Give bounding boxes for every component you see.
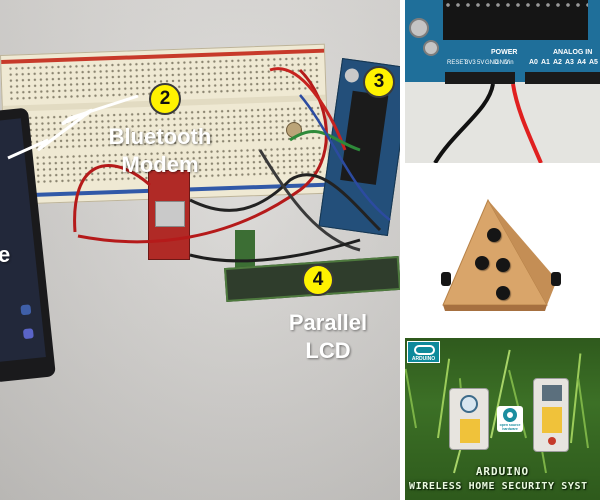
arduino-power-header-photo: POWER ANALOG IN RESET 3V3 5V GND GND Vin… (405, 0, 600, 163)
ground-wire (433, 83, 495, 163)
analog-header (525, 72, 600, 84)
capacitor (423, 40, 439, 56)
pin-label: GND (495, 60, 509, 66)
power-label: POWER (491, 49, 518, 56)
power-wires (433, 83, 543, 163)
wireless-signal-icon (7, 94, 139, 160)
project-title-line2: WIRELESS HOME SECURITY SYST (409, 481, 588, 492)
power-header (445, 72, 515, 84)
chip-pins (443, 2, 588, 8)
pin-label: Vin (505, 60, 514, 66)
sensor-device-right (533, 378, 569, 452)
knob (496, 286, 510, 300)
wood-side-face (488, 200, 557, 305)
pin-label: GND (485, 60, 499, 66)
pin-label: 5V (477, 60, 485, 66)
knob (487, 228, 501, 242)
oshw-text: open source hardware (497, 423, 523, 431)
sensor-device-left (449, 388, 489, 450)
lcd-caption-line1: Parallel (288, 310, 368, 335)
triangular-wooden-case (442, 198, 557, 311)
gear-icon (503, 408, 517, 422)
arduino-logo: ARDUINO (407, 341, 440, 363)
analog-in-label: ANALOG IN (553, 49, 593, 56)
pin-label: A3 (565, 59, 574, 66)
side-knob (441, 272, 451, 286)
device-label (460, 419, 480, 443)
red-wire (73, 164, 151, 233)
vin-wire (511, 83, 543, 163)
pin-label: 3V3 (465, 60, 476, 66)
black-wire (189, 173, 382, 232)
device-sensor-lens (460, 395, 478, 413)
device-led (548, 437, 556, 445)
black-wire (189, 238, 361, 263)
bluetooth-modem (148, 170, 190, 260)
knob (496, 258, 510, 272)
side-knob (551, 272, 561, 286)
pin-label: A1 (541, 59, 550, 66)
pin-label: A2 (553, 59, 562, 66)
badge-number-4: 4 (302, 264, 334, 296)
arduino-logo-text: ARDUINO (411, 356, 436, 362)
capacitor (409, 18, 429, 38)
pin-label: RESET (447, 60, 468, 66)
wooden-enclosure-photo (405, 168, 600, 333)
device-label (542, 407, 562, 433)
red-wire (77, 68, 328, 244)
pin-label: A0 (529, 59, 538, 66)
oshw-text-line1: open source (499, 423, 521, 427)
device-module (542, 385, 562, 401)
knob (475, 256, 489, 270)
grass-devices-photo: ARDUINO open source hardware ARDUINO WIR… (405, 338, 600, 500)
cropped-caption-letter: e (0, 242, 11, 267)
infinity-icon (414, 345, 435, 355)
bluetooth-caption-line2: Modem (121, 152, 199, 177)
pin-label: A4 (577, 59, 586, 66)
bluetooth-chip (155, 201, 185, 227)
project-title-line1: ARDUINO (475, 465, 530, 478)
breadboard-setup-photo: 2 3 4 Bluetooth Modem Parallel LCD e (0, 0, 400, 500)
oshw-text-line2: hardware (502, 427, 518, 431)
blue-wire (299, 94, 391, 221)
badge-number-2: 2 (149, 83, 181, 115)
lcd-caption-line2: LCD (305, 338, 351, 363)
badge-number-3: 3 (363, 66, 395, 98)
red-wire (269, 67, 347, 151)
arduino-uno-board: POWER ANALOG IN RESET 3V3 5V GND GND Vin… (405, 0, 600, 84)
bluetooth-caption-line1: Bluetooth (108, 124, 212, 149)
pin-label: A5 (589, 59, 598, 66)
open-source-hardware-logo: open source hardware (497, 406, 523, 432)
jumper-wires (7, 67, 391, 263)
wood-bottom-edge (443, 305, 547, 311)
